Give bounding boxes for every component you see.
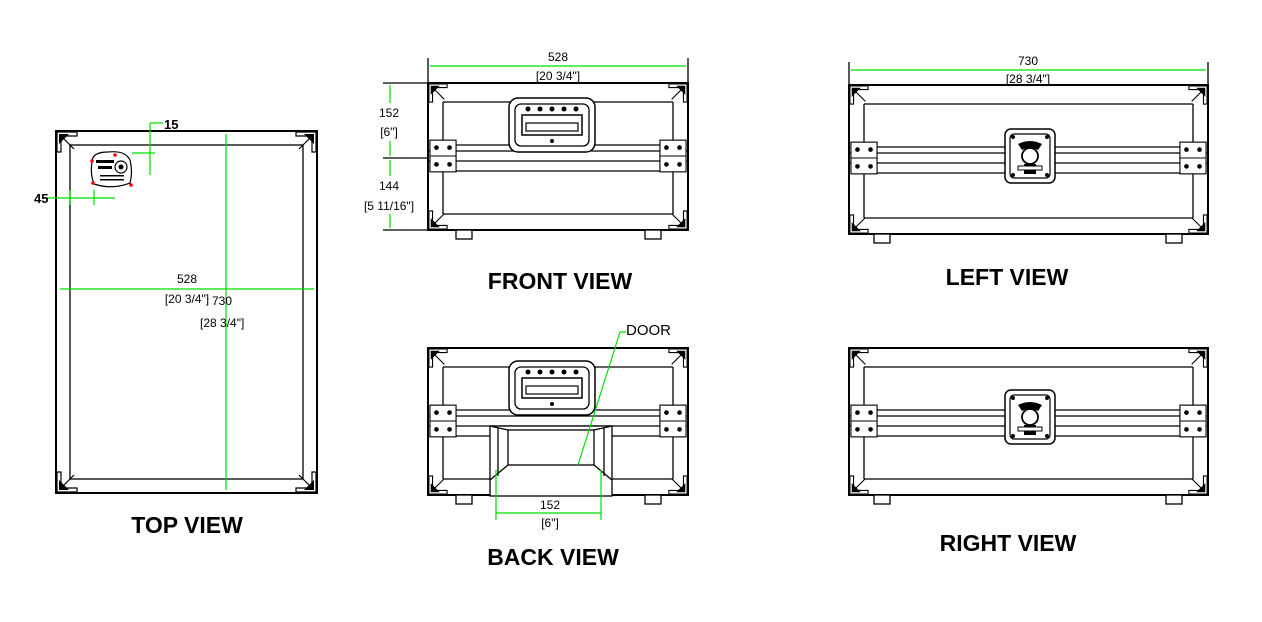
ball-corner-icon	[428, 348, 448, 368]
right-view: RIGHT VIEW	[848, 347, 1209, 556]
front-view-title: FRONT VIEW	[488, 268, 633, 294]
hinge-bracket	[659, 404, 687, 438]
top-view-title: TOP VIEW	[131, 512, 243, 538]
top-view: 15 45 528 [20 3/4"] 730 [28 3/4"] TOP VI…	[34, 117, 318, 538]
ball-corner-icon	[849, 85, 869, 105]
front-lid-mm: 152	[379, 106, 399, 120]
top-view-inner-frame	[69, 144, 304, 480]
front-base-in: [5 11/16"]	[364, 199, 414, 213]
ball-corner-icon	[295, 471, 317, 493]
ball-corner-icon	[668, 83, 688, 103]
foot	[873, 494, 891, 505]
top-depth-in: [28 3/4"]	[200, 316, 244, 330]
ball-corner-icon	[668, 348, 688, 368]
front-lid-in: [6"]	[380, 125, 398, 139]
left-view-outline	[848, 84, 1209, 235]
front-view: 528 [20 3/4"] 152 [6"] 144 [5 11/16"] FR…	[364, 50, 689, 294]
door-width-in: [6"]	[541, 516, 559, 530]
front-view-outline	[427, 82, 689, 231]
hinge-bracket	[429, 404, 457, 438]
foot	[873, 233, 891, 244]
left-view: 730 [28 3/4"] LEFT VIEW	[848, 54, 1209, 290]
front-width-mm: 528	[548, 50, 568, 64]
back-view: DOOR 152 [6"] BACK VIEW	[427, 322, 689, 570]
right-view-outline	[848, 347, 1209, 496]
left-depth-in: [28 3/4"]	[1006, 72, 1050, 86]
left-view-title: LEFT VIEW	[946, 264, 1069, 290]
left-edge-dim: 45	[34, 191, 48, 206]
ball-corner-icon	[849, 348, 869, 368]
left-depth-mm: 730	[1018, 54, 1038, 68]
foot	[455, 494, 473, 505]
butterfly-latch-icon	[1004, 128, 1056, 184]
foot	[1165, 494, 1183, 505]
brand-badge-icon	[90, 151, 133, 188]
top-width-in: [20 3/4"]	[165, 292, 209, 306]
back-view-title: BACK VIEW	[487, 544, 619, 570]
top-edge-dim: 15	[164, 117, 178, 132]
ball-corner-icon	[1188, 348, 1208, 368]
front-base-mm: 144	[379, 179, 399, 193]
front-width-in: [20 3/4"]	[536, 69, 580, 83]
foot	[1165, 233, 1183, 244]
hinge-bracket	[659, 139, 687, 173]
door-width-mm: 152	[540, 498, 560, 512]
recessed-handle-icon	[508, 360, 596, 416]
foot	[644, 229, 662, 240]
ball-corner-icon	[56, 471, 78, 493]
ball-corner-icon	[295, 131, 317, 153]
door-panel	[489, 425, 613, 497]
ball-corner-icon	[428, 83, 448, 103]
recessed-handle-icon	[508, 97, 596, 153]
butterfly-latch-icon	[1004, 389, 1056, 445]
hinge-bracket	[850, 141, 878, 175]
hinge-bracket	[1179, 141, 1207, 175]
hinge-bracket	[1179, 404, 1207, 438]
hinge-bracket	[850, 404, 878, 438]
door-leader-line	[577, 331, 621, 466]
hinge-bracket	[429, 139, 457, 173]
top-width-mm: 528	[177, 272, 197, 286]
foot	[644, 494, 662, 505]
top-depth-mm: 730	[212, 294, 232, 308]
foot	[455, 229, 473, 240]
ball-corner-icon	[1188, 85, 1208, 105]
right-view-title: RIGHT VIEW	[940, 530, 1077, 556]
top-view-outline	[55, 130, 318, 494]
ball-corner-icon	[56, 131, 78, 153]
door-label: DOOR	[626, 322, 671, 339]
